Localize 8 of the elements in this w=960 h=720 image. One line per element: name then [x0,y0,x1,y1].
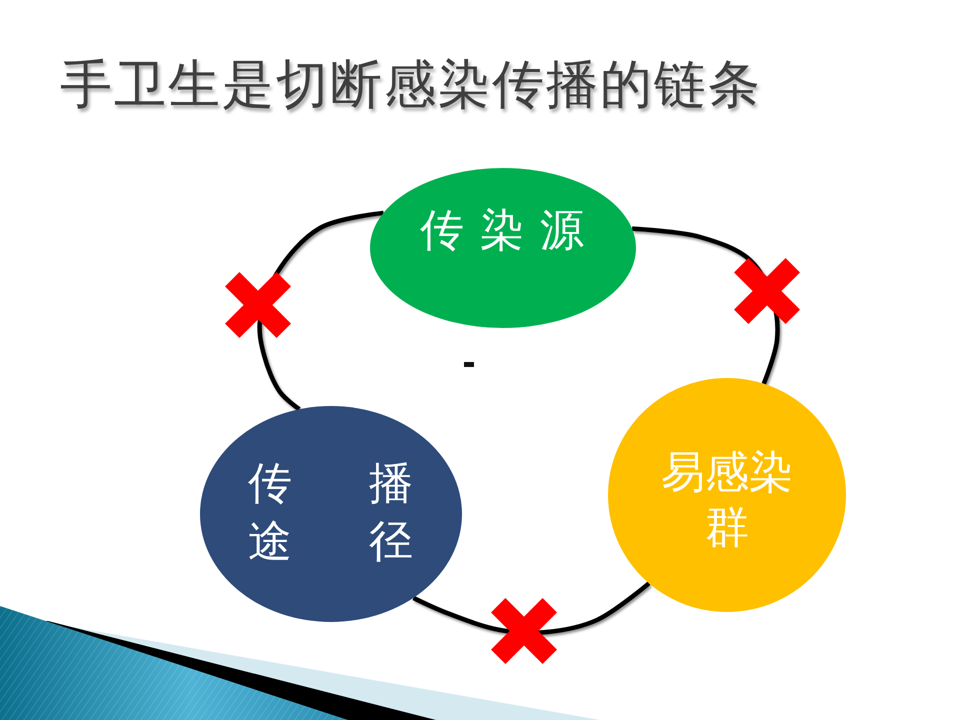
node-label: 传播途径 [248,457,437,569]
circle-node [608,378,846,612]
ellipse-node [370,168,636,328]
ellipse-node [200,406,462,622]
slide-title: 手卫生是切断感染传播的链条 [60,54,762,116]
node-label: 易感染群 [660,446,794,555]
node-label: 传染源 [420,205,601,258]
connector-arc [412,582,650,636]
